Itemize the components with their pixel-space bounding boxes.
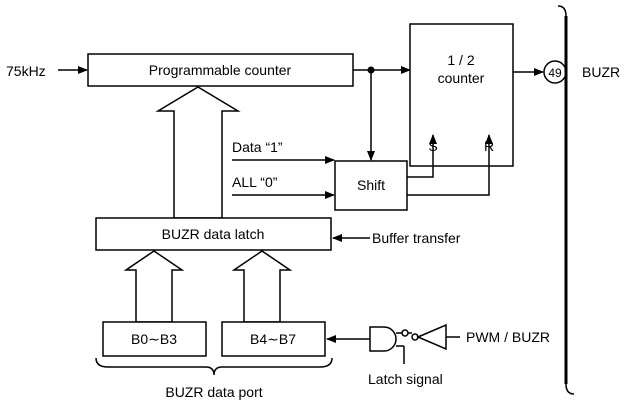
data-port-brace (95, 357, 333, 376)
and-gate (369, 326, 397, 352)
b0-b3-register (102, 321, 207, 357)
shift-label: Shift (357, 177, 385, 193)
data-one-label: Data “1” (232, 139, 283, 155)
pin-label: BUZR (582, 64, 620, 80)
pwm-buzr-label: PWM / BUZR (466, 329, 550, 345)
and-gate-inversion-bubble (401, 329, 409, 337)
half-counter-block (409, 23, 514, 167)
half-counter-label-2: counter (438, 70, 485, 86)
b4-b7-register (221, 321, 326, 357)
programmable-counter-label: Programmable counter (149, 62, 292, 78)
shift-to-r-wire (407, 134, 493, 196)
half-counter-label-1: 1 / 2 (447, 52, 474, 68)
bus-bottom-cap (565, 383, 575, 395)
input-frequency-label: 75kHz (6, 63, 46, 79)
latch-to-counter-bus-arrow (155, 86, 241, 219)
pin-number: 49 (548, 66, 562, 80)
latch-signal-label: Latch signal (368, 371, 443, 387)
b4-b7-label: B4∼B7 (250, 331, 296, 347)
b0-b3-label: B0∼B3 (131, 331, 177, 347)
data-latch-block (95, 217, 332, 251)
inverter (416, 323, 447, 351)
bus-top-cap (557, 5, 567, 17)
shift-to-s-wire (407, 134, 437, 178)
buffer-transfer-label: Buffer transfer (372, 230, 461, 246)
b4-b7-bus-arrow (231, 250, 293, 323)
all-zero-label: ALL “0” (232, 174, 278, 190)
shift-block (334, 160, 408, 211)
b0-b3-bus-arrow (123, 250, 185, 323)
data-port-label: BUZR data port (165, 384, 262, 400)
data-latch-label: BUZR data latch (162, 226, 265, 242)
